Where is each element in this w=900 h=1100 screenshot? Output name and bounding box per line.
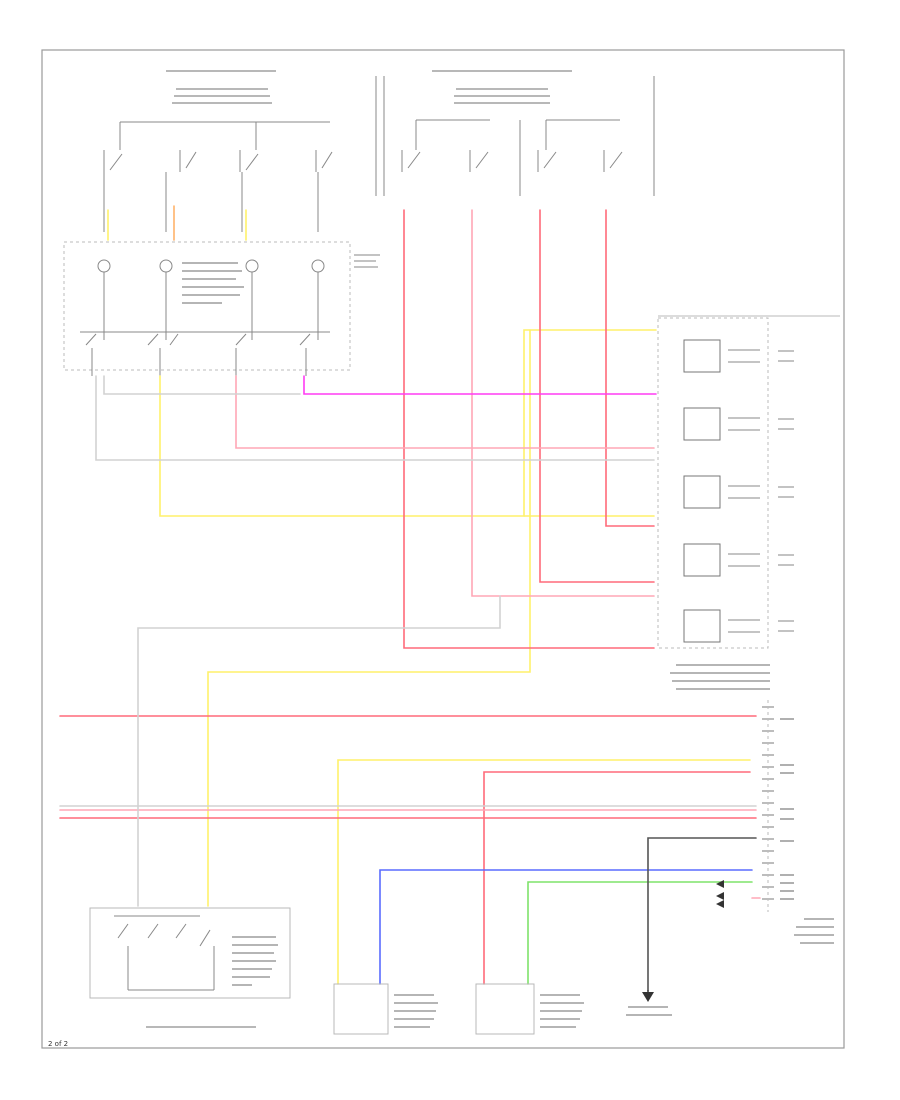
rear-sensor-right: [475, 983, 584, 1035]
motor-icon: [683, 339, 721, 643]
switch-contact-icon: [85, 333, 311, 346]
wire-pink-1: [235, 375, 655, 449]
rear-sensor-left: [333, 983, 438, 1035]
connector-pin-icon: [716, 880, 724, 908]
right-connector-column: [762, 700, 834, 944]
wire-green: [527, 881, 753, 985]
switch-contact-icon: [117, 923, 211, 947]
relay-box: [63, 241, 380, 376]
ground-icon: [626, 990, 672, 1016]
wire-red-2: [605, 209, 655, 527]
wire-blue: [379, 869, 753, 985]
wire-red-1: [403, 209, 655, 649]
wire-yellow-3: [159, 329, 657, 517]
right-motor-stack: [657, 315, 840, 690]
diagram-frame: [41, 49, 845, 1049]
switch-contact-icon: [401, 150, 623, 172]
connector-pin-icon: [762, 706, 774, 900]
wire-gray-5: [103, 375, 301, 395]
passenger-switch-module-top: [375, 76, 655, 196]
wire-set: [59, 205, 761, 991]
wire-gray-4: [647, 837, 757, 991]
wire-gray-2: [137, 595, 501, 907]
page-label: 2 of 2: [48, 1040, 68, 1048]
wire-red-5: [483, 771, 751, 985]
wire-pink-2: [471, 209, 655, 597]
switch-contact-icon: [103, 150, 333, 172]
drivers-switch-module-top: [103, 121, 333, 232]
wire-gray-1: [95, 375, 655, 461]
wire-magenta: [303, 375, 657, 395]
wire-yellow-4: [207, 329, 531, 907]
wire-yellow-5: [337, 759, 751, 985]
wire-red-6: [539, 209, 655, 583]
drivers-rear-switch-module: [89, 907, 291, 999]
header-labels: [146, 70, 572, 1028]
